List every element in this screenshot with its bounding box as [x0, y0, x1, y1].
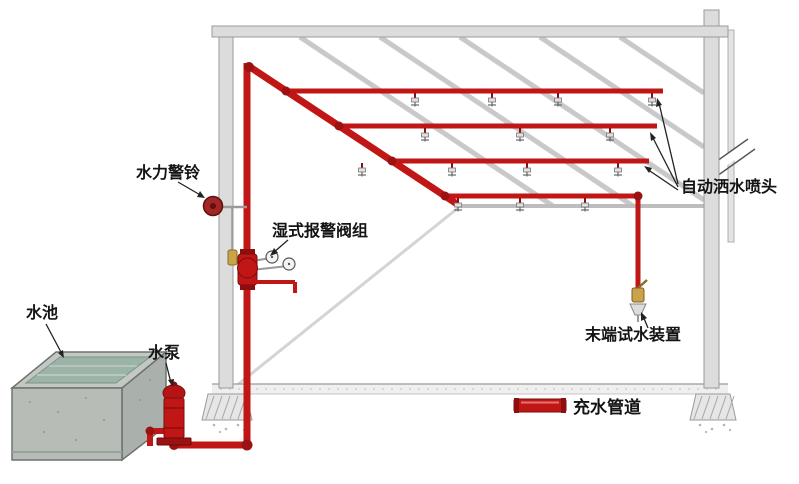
sprinkler-head [515, 197, 525, 213]
pump-body [163, 397, 185, 439]
leader-arrowhead [656, 98, 662, 107]
label-pump: 水泵 [148, 343, 180, 362]
tank-front-face [11, 387, 123, 461]
sprinkler-head [613, 162, 623, 178]
ceiling-joists [298, 34, 706, 209]
test-valve-handle [637, 279, 648, 289]
sprinkler-head [580, 197, 590, 213]
legend-pipe-end [561, 398, 566, 413]
leader-arrowhead [270, 248, 278, 256]
sprinkler-head [410, 92, 420, 108]
label-alarm-bell: 水力警铃 [136, 163, 200, 182]
legend: 充水管道 [513, 397, 641, 417]
valve-flange-bottom [240, 285, 255, 290]
tank-texture [29, 379, 151, 441]
sprinkler-head [487, 92, 497, 108]
legend-label: 充水管道 [573, 397, 641, 417]
leader-arrowhead [168, 379, 174, 387]
pump-base [156, 437, 192, 446]
sprinkler-head [605, 127, 615, 143]
valve-bonnet [237, 257, 258, 279]
leader-arrowhead [650, 132, 656, 141]
test-funnel [629, 303, 647, 316]
footing-speckles [212, 423, 732, 434]
legend-pipe-end [514, 398, 519, 413]
right-wall-edge [727, 29, 735, 243]
sprinkler-head [522, 162, 532, 178]
sprinkler-head [447, 162, 457, 178]
leader-line [658, 102, 679, 185]
alarm-bell-center [210, 203, 216, 209]
wall-floor-edge [235, 206, 459, 388]
end-test-device [629, 279, 648, 322]
column-footings [201, 393, 737, 421]
leader-line [45, 323, 63, 355]
labels: 水力警铃 湿式报警阀组 水池 水泵 自动洒水喷头 末端试水装置 [26, 98, 777, 387]
legend-pipe-swatch [513, 398, 567, 413]
leader-arrowhead [58, 350, 64, 358]
leader-arrowhead [641, 312, 647, 321]
test-valve [631, 287, 645, 303]
pipe-joints [145, 62, 643, 451]
alarm-bell-assembly [202, 195, 247, 266]
label-end-test: 末端试水装置 [585, 325, 681, 344]
gauge-pipe [251, 265, 289, 271]
fire-pump [156, 381, 192, 446]
leader-arrowhead [644, 166, 652, 173]
right-column [703, 9, 720, 389]
piping [145, 62, 663, 451]
leader-line [646, 168, 679, 191]
label-pool: 水池 [26, 303, 58, 322]
footing-hatch [205, 395, 735, 420]
gauge-needle-hub [287, 262, 291, 266]
building-structure [201, 9, 757, 434]
sprinkler-head [647, 92, 657, 108]
valve-flange-top [240, 249, 255, 254]
label-sprinklers: 自动洒水喷头 [681, 177, 777, 196]
pressure-switch [227, 249, 238, 266]
wet-alarm-valve-assembly [237, 249, 297, 293]
sprinkler-head [553, 92, 563, 108]
leader-line [651, 135, 679, 188]
leader-line [177, 181, 203, 197]
sprinkler-head [420, 127, 430, 143]
tank-water [24, 356, 152, 384]
gauge-needle-hub [270, 255, 274, 259]
top-beam [211, 25, 729, 38]
sprinkler-head [357, 162, 367, 178]
label-wet-valve: 湿式报警阀组 [271, 221, 368, 240]
floor-slab [212, 384, 728, 394]
water-tank [9, 350, 169, 462]
leader-arrowhead [197, 191, 205, 198]
break-mark [716, 148, 756, 177]
